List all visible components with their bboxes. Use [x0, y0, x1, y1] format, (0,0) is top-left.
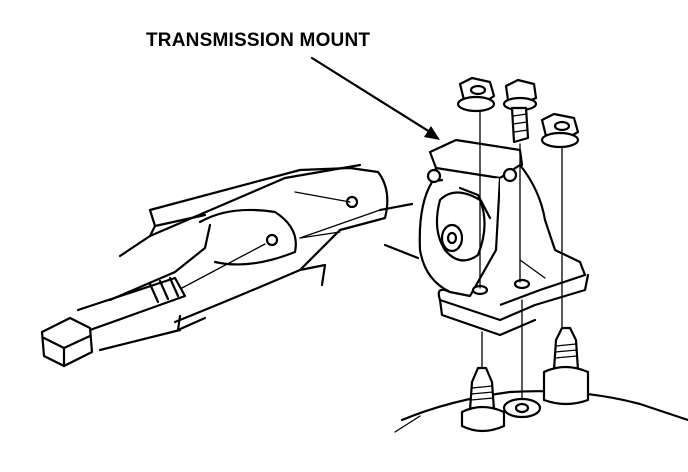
lower-stud-left [460, 331, 506, 433]
flange-bolt-center [502, 78, 538, 283]
frame-bracket [98, 163, 389, 352]
stud-head [426, 168, 442, 184]
stud-head [502, 167, 518, 183]
callout-label: TRANSMISSION MOUNT [146, 30, 371, 51]
lower-stud-right [542, 326, 590, 406]
through-bolt [40, 243, 266, 368]
flange-nut-left [456, 76, 496, 289]
bolt-hole [265, 233, 279, 247]
mount-hole [513, 278, 531, 290]
lower-hole-center [502, 299, 542, 419]
callout-arrow [310, 56, 440, 140]
transmission-case [394, 390, 688, 433]
flange-nut-right [540, 112, 580, 329]
